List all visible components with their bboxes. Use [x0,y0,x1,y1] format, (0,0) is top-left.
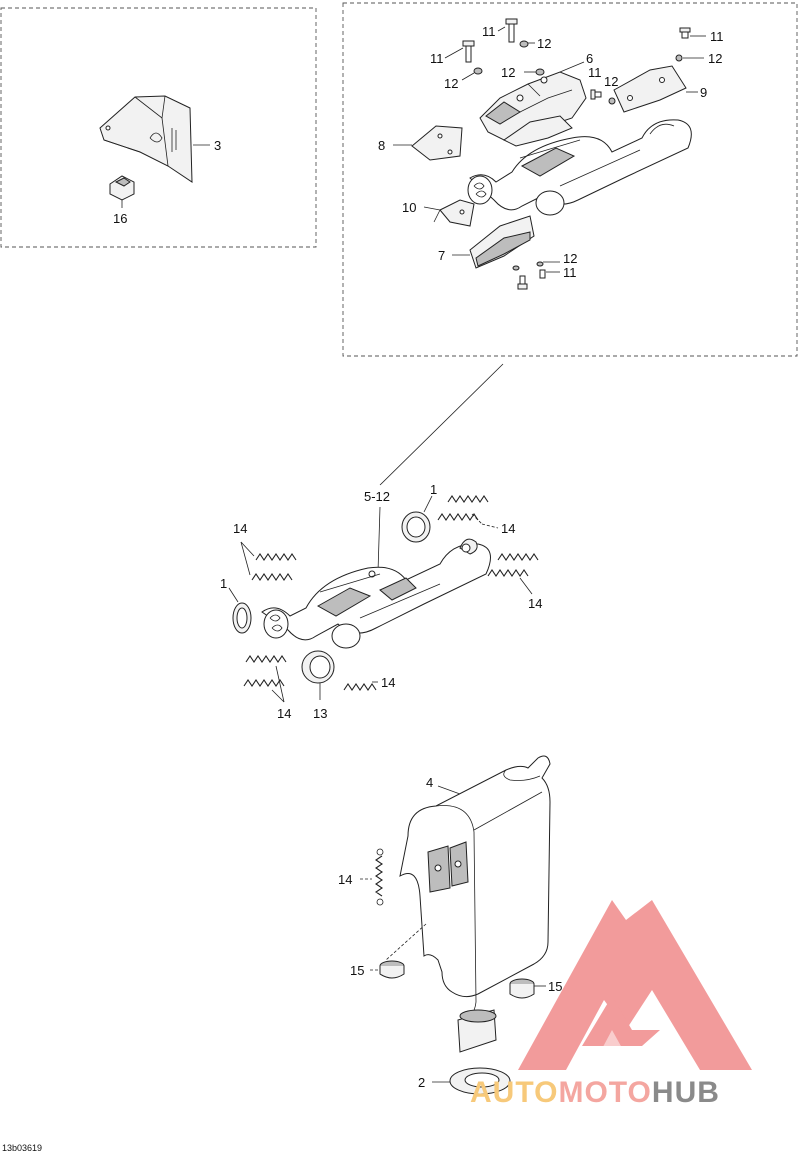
washer-12-b [519,40,529,48]
spring-14-upper-left-a [255,553,297,561]
muffler-4 [399,755,551,1053]
callout-2: 2 [418,1075,425,1090]
callout-11-b: 11 [482,24,496,39]
watermark-auto: AUTO [470,1076,558,1109]
manifold-pipes-detail [467,119,692,216]
callout-3: 3 [214,138,221,153]
spring-14-right-a [497,553,539,561]
callout-1-right: 1 [430,482,437,497]
callout-8: 8 [378,138,385,153]
washer-12-a [473,67,483,75]
callout-15-left: 15 [350,963,364,978]
spring-14-muffler [375,848,384,906]
callout-12-a: 12 [444,76,458,91]
callout-14-muffler: 14 [338,872,352,887]
washer-12-e [675,54,683,62]
detail-connector-line [379,363,504,486]
bolt-11-d [679,27,691,39]
spring-14-top-right-b [437,513,479,521]
watermark-text: AUTOMOTOHUB [470,1076,720,1109]
callout-7: 7 [438,248,445,263]
spring-14-lower-center [343,683,377,691]
callout-11-c: 11 [588,65,602,80]
callout-9: 9 [700,85,707,100]
callout-14-upper-left: 14 [233,521,247,536]
callout-11-f: 11 [563,265,577,280]
callout-12-d: 12 [604,74,618,89]
bracket-10 [433,199,475,227]
plate-8 [411,125,463,161]
callout-14-lower-center: 14 [381,675,395,690]
panel-top-right [342,2,798,357]
bolt-11-c [590,89,602,100]
panel-top-left [0,7,317,248]
callout-16: 16 [113,211,127,226]
callout-15-right: 15 [548,979,562,994]
lower-shield-7 [469,215,535,269]
callout-14-right: 14 [528,596,542,611]
bolts-11-bottom [517,269,546,290]
callout-11-d: 11 [710,29,724,44]
callout-14-top-right: 14 [501,521,515,536]
callout-10: 10 [402,200,416,215]
callout-12-b: 12 [537,36,551,51]
bolt-11-b [505,18,518,43]
callout-12-e: 12 [708,51,722,66]
spring-14-right-b [487,569,529,577]
callout-12-c: 12 [501,65,515,80]
exhaust-manifold-assembly [261,538,491,649]
washer-12-d [608,97,616,105]
bolt-11-a [462,40,475,63]
washer-12-c [535,68,545,76]
rubber-bumper-15-right [509,978,535,999]
spring-14-upper-left-b [251,573,293,581]
rubber-bumper-15-left [379,960,405,979]
clip-part [109,175,135,201]
callout-5-12: 5-12 [364,489,390,504]
watermark-moto: MOTO [558,1076,651,1109]
ring-13 [301,650,335,684]
spring-14-top-right-a [447,495,489,503]
figure-reference-code: 13b03619 [2,1143,42,1153]
heat-shield-part [99,95,193,183]
watermark-logo [518,900,752,1070]
washer-12-f [512,265,520,271]
bracket-9 [613,65,687,113]
washer-12-g [536,261,544,267]
upper-shield-6 [479,71,587,147]
ring-1-right [401,511,431,543]
ring-1-left [232,602,252,634]
spring-14-lower-left-a [245,655,287,663]
callout-14-lower-left: 14 [277,706,291,721]
watermark-hub: HUB [652,1076,720,1109]
spring-14-lower-left-b [243,679,285,687]
callout-4: 4 [426,775,433,790]
callout-1-left: 1 [220,576,227,591]
callout-12-f: 12 [563,251,577,266]
callout-11-a: 11 [430,51,444,66]
callout-13: 13 [313,706,327,721]
callout-6: 6 [586,51,593,66]
gasket-2 [449,1067,511,1095]
